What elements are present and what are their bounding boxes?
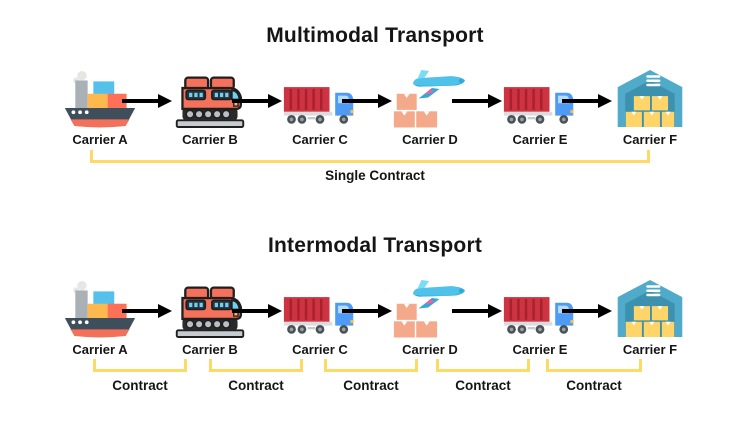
- contract-label: Contract: [228, 378, 284, 393]
- warehouse-icon: [612, 278, 688, 339]
- arrow-icon: [122, 304, 172, 318]
- carrier-label: Carrier B: [182, 342, 238, 357]
- arrow-icon: [452, 304, 502, 318]
- single-contract-bracket: [90, 150, 650, 163]
- contract-label: Contract: [455, 378, 511, 393]
- carrier-label: Carrier B: [182, 132, 238, 147]
- arrow-icon: [342, 94, 392, 108]
- contract-bracket: [436, 359, 530, 372]
- arrow-icon: [232, 94, 282, 108]
- carrier-label: Carrier A: [72, 342, 128, 357]
- arrow-icon: [562, 304, 612, 318]
- carrier-label: Carrier E: [512, 132, 568, 147]
- carrier-label: Carrier D: [402, 132, 458, 147]
- arrow-icon: [122, 94, 172, 108]
- carrier-label: Carrier C: [292, 342, 348, 357]
- contract-label: Contract: [112, 378, 168, 393]
- contract-bracket: [209, 359, 303, 372]
- carrier-label: Carrier C: [292, 132, 348, 147]
- arrow-icon: [232, 304, 282, 318]
- contract-label: Contract: [566, 378, 622, 393]
- warehouse-icon: [612, 68, 688, 129]
- contract-bracket: [546, 359, 642, 372]
- contract-label: Contract: [343, 378, 399, 393]
- carrier-label: Carrier A: [72, 132, 128, 147]
- arrow-icon: [562, 94, 612, 108]
- intermodal-title: Intermodal Transport: [267, 234, 483, 257]
- carrier-label: Carrier F: [622, 132, 678, 147]
- carrier-label: Carrier D: [402, 342, 458, 357]
- single-contract-label: Single Contract: [325, 168, 425, 183]
- carrier-label: Carrier F: [622, 342, 678, 357]
- carrier-label: Carrier E: [512, 342, 568, 357]
- multimodal-title: Multimodal Transport: [266, 24, 484, 47]
- arrow-icon: [452, 94, 502, 108]
- contract-bracket: [93, 359, 187, 372]
- contract-bracket: [324, 359, 418, 372]
- arrow-icon: [342, 304, 392, 318]
